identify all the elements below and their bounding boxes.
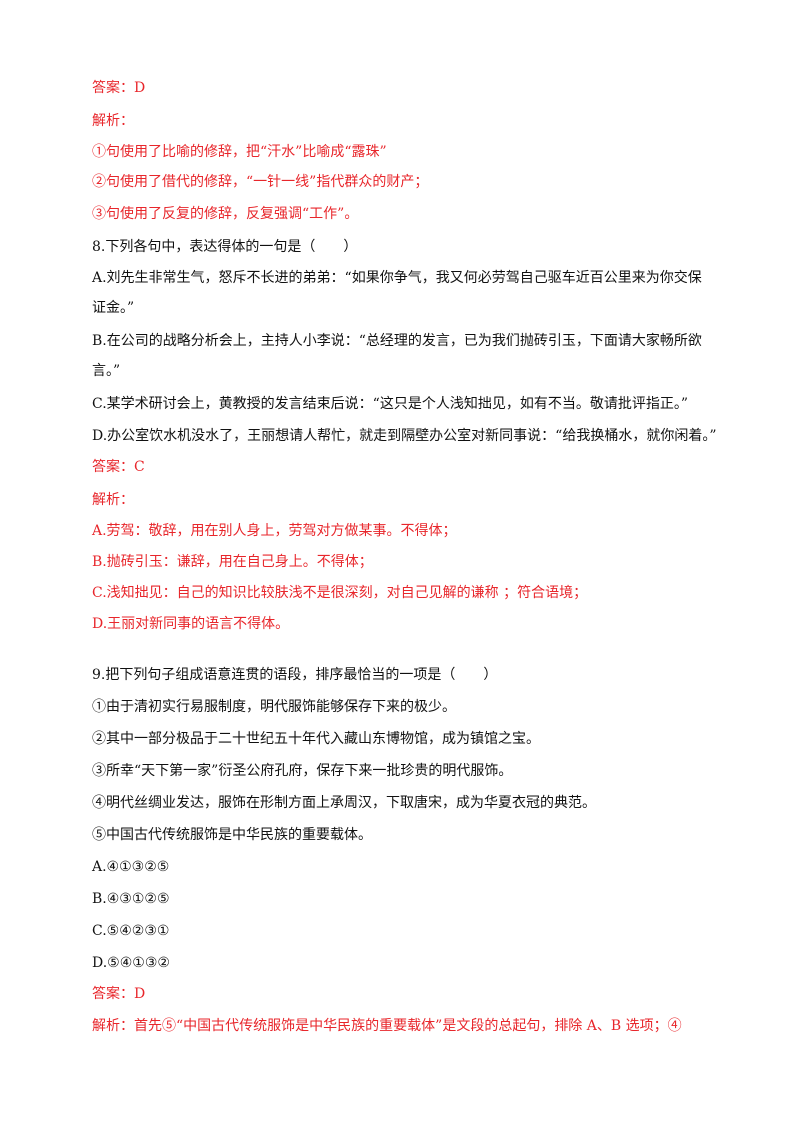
q8-analysis-line: A.劳驾：敬辞，用在别人身上，劳驾对方做某事。不得体； xyxy=(92,523,457,539)
q7-analysis-label: 解析： xyxy=(92,113,134,129)
q7-analysis-line: ②句使用了借代的修辞，“一针一线”指代群众的财产； xyxy=(92,174,429,190)
q8-option-b: B.在公司的战略分析会上，主持人小李说：“总经理的发言，已为我们抛砖引玉，下面请… xyxy=(92,333,702,349)
q9-analysis: 解析：首先⑤“中国古代传统服饰是中华民族的重要载体”是文段的总起句，排除 A、B… xyxy=(92,1018,682,1034)
q9-stem: 9.把下列句子组成语意连贯的语段，排序最恰当的一项是（ ） xyxy=(92,667,498,683)
q9-answer: 答案：D xyxy=(92,986,146,1002)
q8-analysis-line: D.王丽对新同事的语言不得体。 xyxy=(92,616,290,632)
q9-sentence: ①由于清初实行易服制度，明代服饰能够保存下来的极少。 xyxy=(92,699,456,715)
q8-stem: 8.下列各句中，表达得体的一句是（ ） xyxy=(92,239,358,255)
q8-analysis-label: 解析： xyxy=(92,492,134,508)
q8-option-b-cont: 言。” xyxy=(92,363,121,379)
q9-option: C.⑤④②③① xyxy=(92,923,170,939)
q8-analysis-line: C.浅知拙见：自己的知识比较肤浅不是很深刻，对自己见解的谦称 ；符合语境； xyxy=(92,585,588,601)
q9-sentence: ②其中一部分极品于二十世纪五十年代入藏山东博物馆，成为镇馆之宝。 xyxy=(92,731,540,747)
q9-sentence: ③所幸“天下第一家”衍圣公府孔府，保存下来一批珍贵的明代服饰。 xyxy=(92,763,513,779)
q9-option: B.④③①②⑤ xyxy=(92,891,170,907)
q9-sentence: ⑤中国古代传统服饰是中华民族的重要载体。 xyxy=(92,827,372,843)
q8-analysis-line: B.抛砖引玉：谦辞，用在自己身上。不得体； xyxy=(92,554,373,570)
q9-sentence: ④明代丝绸业发达，服饰在形制方面上承周汉，下取唐宋，成为华夏衣冠的典范。 xyxy=(92,795,596,811)
q8-option-a-cont: 证金。” xyxy=(92,300,135,316)
q8-option-a: A.刘先生非常生气，怒斥不长进的弟弟：“如果你争气，我又何必劳驾自己驱车近百公里… xyxy=(92,270,702,286)
q9-option: D.⑤④①③② xyxy=(92,955,170,971)
q8-answer: 答案：C xyxy=(92,459,145,475)
q8-option-c: C.某学术研讨会上，黄教授的发言结束后说：“这只是个人浅知拙见，如有不当。敬请批… xyxy=(92,396,688,412)
q7-analysis-line: ③句使用了反复的修辞，反复强调“工作”。 xyxy=(92,206,359,222)
q9-option: A.④①③②⑤ xyxy=(92,859,170,875)
q7-analysis-line: ①句使用了比喻的修辞，把“汗水”比喻成“露珠” xyxy=(92,144,387,160)
q8-option-d: D.办公室饮水机没水了，王丽想请人帮忙，就走到隔壁办公室对新同事说：“给我换桶水… xyxy=(92,428,717,444)
q7-answer: 答案：D xyxy=(92,80,146,96)
